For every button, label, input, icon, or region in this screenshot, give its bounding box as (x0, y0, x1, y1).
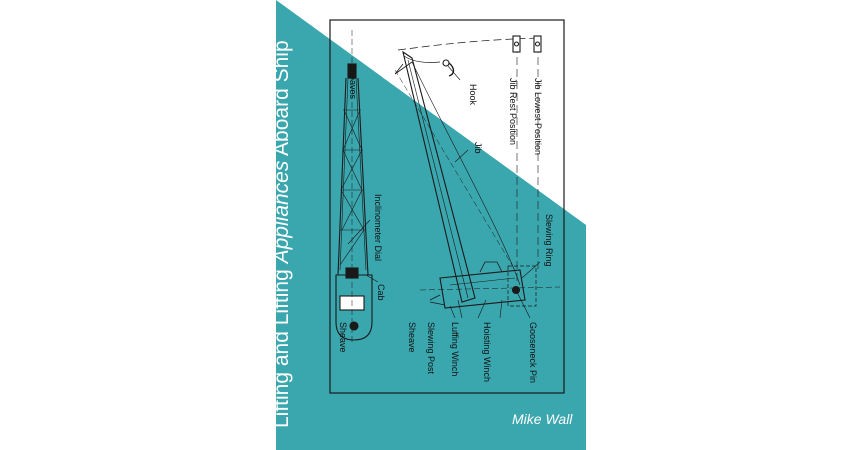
teal-cover-shape (276, 0, 586, 450)
label-inclinometer-dial: Inclinometer Dial (373, 194, 383, 261)
book-title: Lifting and Lifting Appliances Aboard Sh… (270, 40, 293, 428)
label-slewing-post: Slewing Post (426, 322, 436, 375)
label-leaders (347, 65, 541, 319)
label-cab: Cab (376, 284, 386, 301)
label-sheaves: Sheaves (348, 64, 358, 100)
title-italic-word: Appliances (270, 160, 293, 265)
crane-side-view (394, 35, 561, 309)
label-hook: Hook (468, 84, 478, 106)
label-jib-rest-position: Jib Rest Position (508, 78, 518, 145)
label-sheave-side: Sheave (407, 322, 417, 353)
title-part-2: Aboard Ship (270, 40, 293, 160)
label-gooseneck-pin: Gooseneck Pin (528, 322, 538, 383)
label-sheave-front: Sheave (338, 322, 348, 353)
author-name: Mike Wall (512, 411, 573, 427)
title-part-1: Lifting and Lifting (270, 263, 293, 428)
label-luffing-winch: Luffing Winch (450, 322, 460, 376)
label-hoisting-winch: Hoisting Winch (482, 322, 492, 382)
label-slewing-ring: Slewing Ring (544, 214, 554, 267)
diagram-frame (329, 19, 565, 394)
label-jib-lowest-position: Jib Lowest Position (533, 78, 543, 155)
crane-front-view (335, 30, 373, 345)
label-jib: Jib (473, 142, 483, 154)
